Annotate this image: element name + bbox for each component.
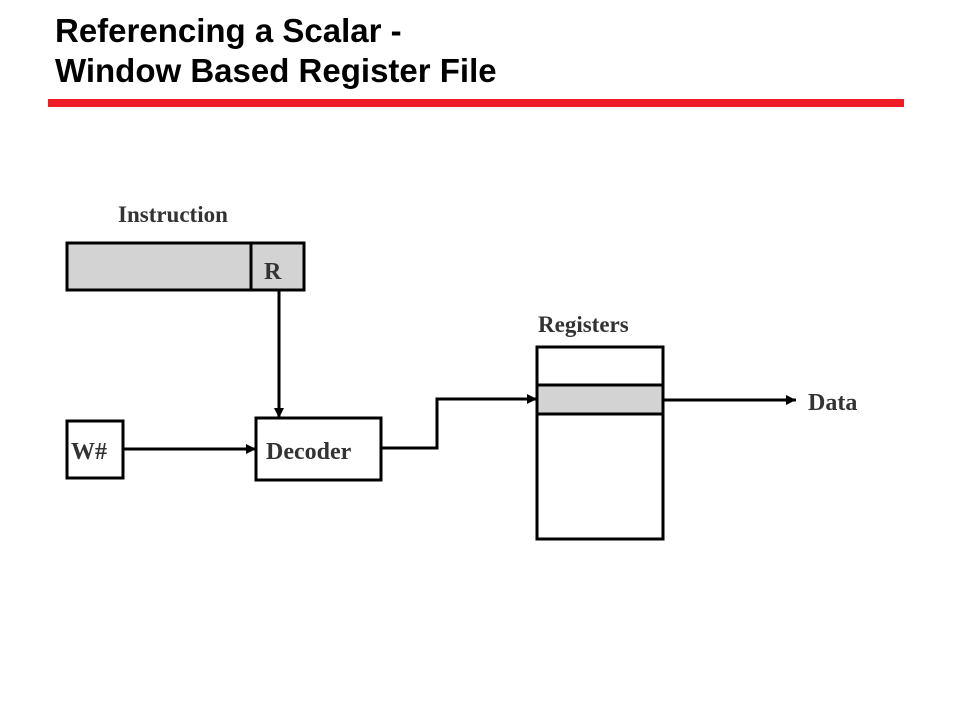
slide-title-line-1: Referencing a Scalar -: [55, 12, 402, 49]
decoder-to-registers-arrow: [381, 394, 537, 450]
window-number-label: W#: [71, 439, 107, 465]
register-file-box: [535, 345, 665, 541]
decoder-label: Decoder: [266, 439, 352, 465]
slide-title-line-2: Window Based Register File: [55, 52, 497, 89]
selected-register-row: [535, 383, 665, 416]
register-field-label: R: [264, 259, 282, 285]
instruction-label: Instruction: [118, 202, 228, 227]
decoder-box: [254, 416, 383, 482]
data-output-label: Data: [808, 390, 857, 416]
registers-label: Registers: [538, 312, 629, 337]
slide-title: Referencing a Scalar - Window Based Regi…: [55, 11, 497, 91]
instruction-register-field: [249, 241, 306, 292]
window-number-box: [65, 419, 125, 480]
instruction-opcode-field: [65, 241, 253, 292]
title-underline: [48, 99, 904, 107]
